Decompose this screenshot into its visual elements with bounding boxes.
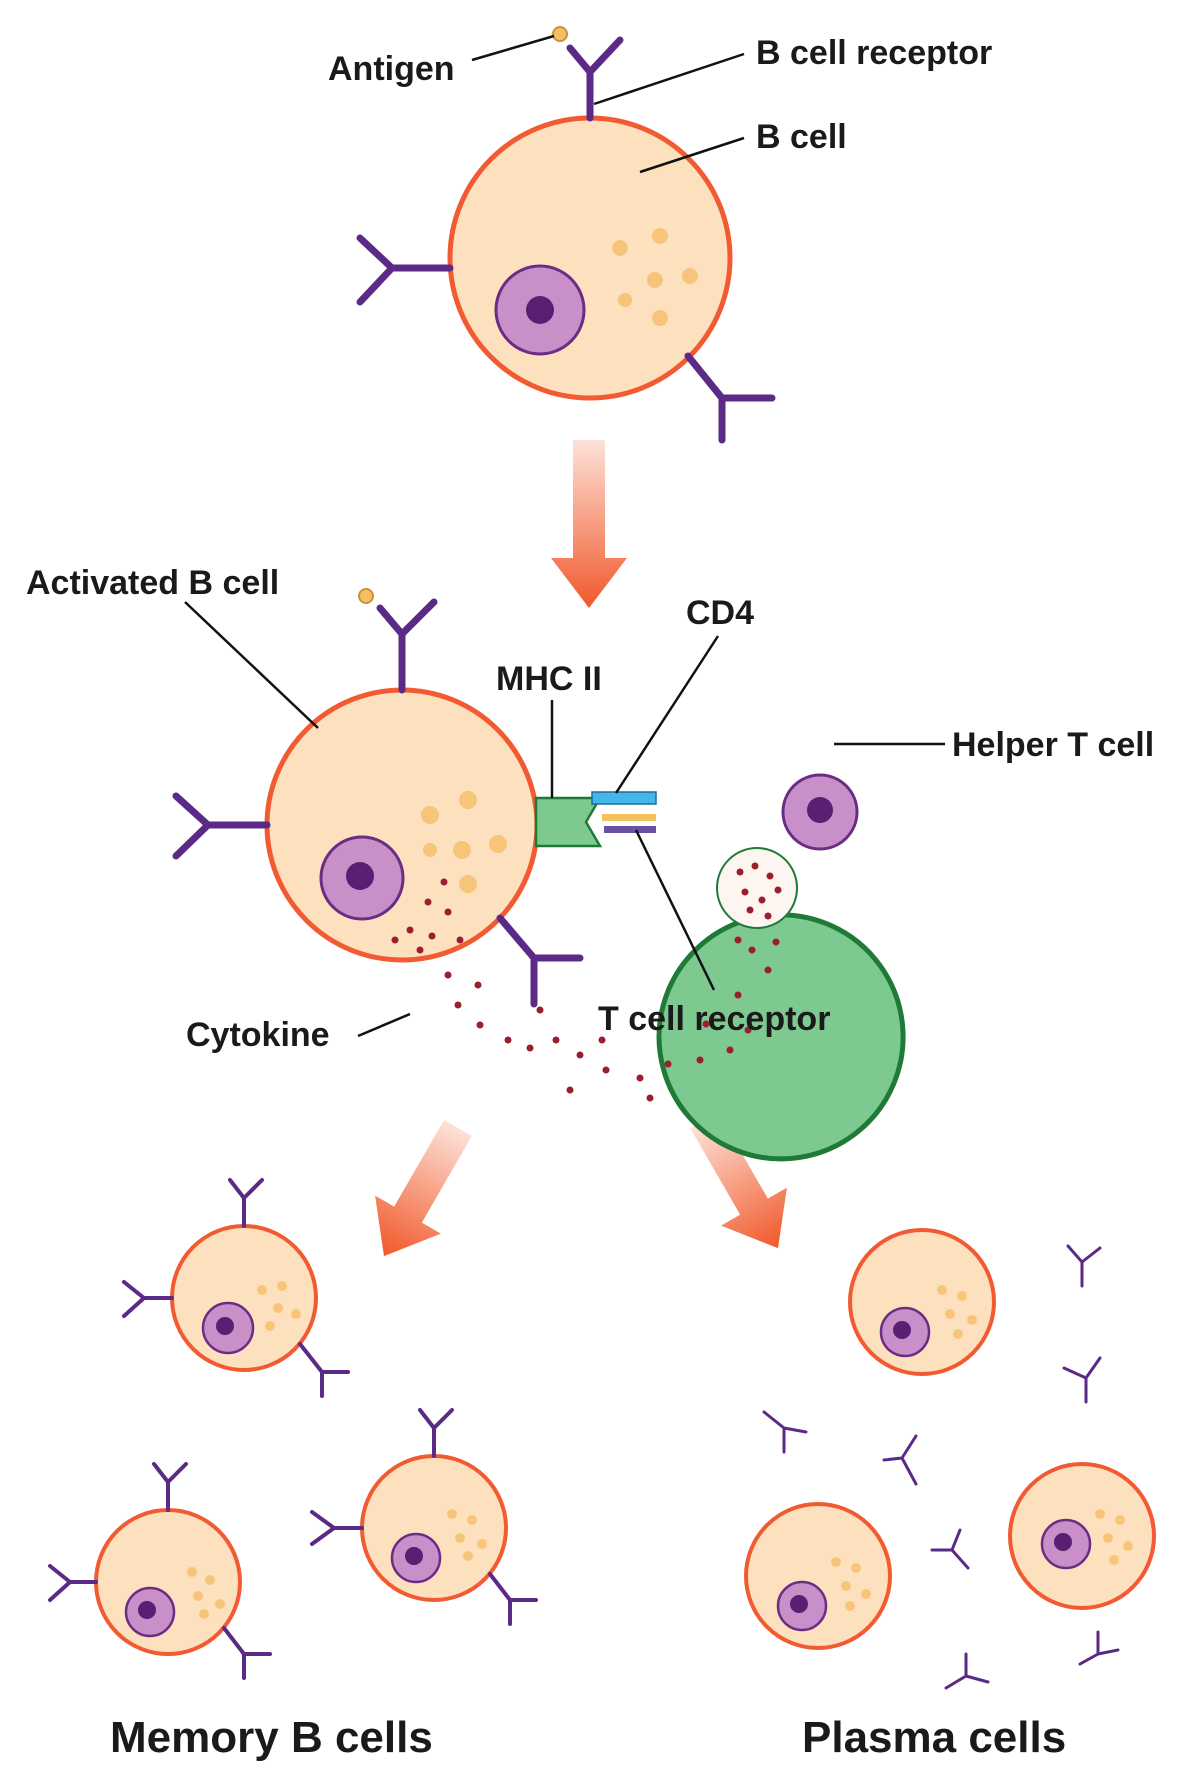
y-shaped-antibody-icon bbox=[1078, 1630, 1120, 1666]
activated-b-cell bbox=[264, 687, 540, 963]
y-shaped-antibody-icon bbox=[298, 1342, 350, 1398]
y-shaped-antibody-icon bbox=[1066, 1244, 1102, 1288]
y-shaped-antibody-icon bbox=[1062, 1356, 1102, 1404]
y-shaped-antibody-icon bbox=[356, 234, 454, 306]
antigen-dot-icon bbox=[552, 26, 568, 42]
leader-lines bbox=[184, 34, 945, 1038]
y-shaped-antibody-icon bbox=[762, 1410, 808, 1454]
cell-nucleus-icon bbox=[781, 773, 859, 851]
y-shaped-antibody-icon bbox=[152, 1462, 188, 1512]
y-shaped-antibody-icon bbox=[930, 1528, 970, 1570]
label-antigen: Antigen bbox=[328, 50, 455, 88]
cell-nucleus-icon bbox=[776, 1580, 828, 1632]
y-shaped-antibody-icon bbox=[310, 1510, 364, 1546]
y-shaped-antibody-icon bbox=[418, 1408, 454, 1458]
y-shaped-antibody-icon bbox=[48, 1564, 98, 1602]
y-shaped-antibody-icon bbox=[496, 914, 584, 1008]
cell-nucleus-icon bbox=[124, 1586, 176, 1638]
y-shaped-antibody-icon bbox=[172, 792, 271, 860]
cell-nucleus-icon bbox=[1040, 1518, 1092, 1570]
label-cd4: CD4 bbox=[686, 594, 754, 632]
cell-nucleus-icon bbox=[390, 1532, 442, 1584]
y-shaped-antibody-icon bbox=[944, 1652, 990, 1690]
mhc-ii-complex bbox=[534, 796, 603, 848]
cell-nucleus-icon bbox=[494, 264, 586, 356]
plasma-cell bbox=[744, 1502, 892, 1650]
process-arrow-icon bbox=[551, 440, 627, 608]
y-shaped-antibody-icon bbox=[684, 352, 776, 444]
label-plasma-cells: Plasma cells bbox=[802, 1713, 1066, 1762]
t-cell-receptor-bars bbox=[602, 814, 656, 833]
process-arrow-icon bbox=[375, 1120, 472, 1257]
b-cell-receptor bbox=[566, 36, 624, 122]
memory-b-cell bbox=[94, 1508, 242, 1656]
y-shaped-antibody-icon bbox=[122, 1280, 174, 1318]
plasma-cells bbox=[744, 1228, 1156, 1690]
cell-nucleus-icon bbox=[201, 1301, 255, 1355]
memory-b-cell bbox=[360, 1454, 508, 1602]
helper-t-cell bbox=[656, 773, 906, 1162]
cytokine-particles bbox=[391, 862, 782, 1102]
label-b-cell: B cell bbox=[756, 118, 847, 156]
memory-b-cells bbox=[48, 1178, 538, 1680]
b-cell bbox=[447, 115, 733, 401]
cell-nucleus-icon bbox=[879, 1306, 931, 1358]
label-memory-b-cells: Memory B cells bbox=[110, 1713, 433, 1762]
label-t-cell-receptor: T cell receptor bbox=[598, 1000, 830, 1038]
antigen-dot-icon bbox=[358, 588, 374, 604]
label-mhc-ii: MHC II bbox=[496, 660, 602, 698]
memory-b-cell bbox=[170, 1224, 318, 1372]
y-shaped-antibody-icon bbox=[488, 1572, 538, 1626]
label-cytokine: Cytokine bbox=[186, 1016, 330, 1054]
process-arrow-icon bbox=[690, 1112, 787, 1249]
y-shaped-antibody-icon bbox=[222, 1626, 272, 1680]
y-shaped-antibody-icon bbox=[882, 1434, 918, 1486]
y-shaped-antibody-icon bbox=[376, 598, 438, 694]
label-helper-t-cell: Helper T cell bbox=[952, 726, 1154, 764]
plasma-cell bbox=[848, 1228, 996, 1376]
label-activated-b-cell: Activated B cell bbox=[26, 564, 279, 602]
plasma-cell bbox=[1008, 1462, 1156, 1610]
y-shaped-antibody-icon bbox=[228, 1178, 264, 1228]
label-b-cell-receptor: B cell receptor bbox=[756, 34, 992, 72]
cd4-bar bbox=[591, 791, 657, 805]
cell-nucleus-icon bbox=[319, 835, 405, 921]
